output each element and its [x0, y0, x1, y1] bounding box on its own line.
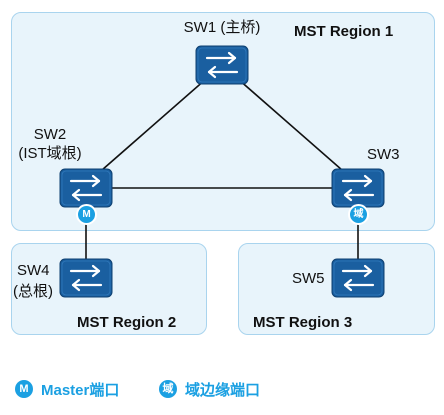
sw3-switch[interactable]: [331, 168, 385, 208]
legend-edge-badge: 域: [159, 380, 177, 398]
switch-icon: [59, 168, 113, 208]
sw3-label: SW3: [367, 146, 400, 163]
region-2-title: MST Region 2: [77, 314, 177, 331]
switch-icon: [195, 45, 249, 85]
edge-port-badge: 域: [348, 204, 369, 225]
switch-icon: [59, 258, 113, 298]
sw4-label: SW4: [17, 262, 50, 279]
legend-master-port: M Master端口: [15, 379, 119, 399]
sw1-label: SW1 (主桥): [183, 19, 261, 36]
sw2-switch[interactable]: [59, 168, 113, 208]
legend-master-label: Master端口: [41, 381, 120, 399]
sw2-label: SW2: [33, 126, 67, 143]
legend-edge-port: 域 域边缘端口: [159, 379, 260, 399]
link-sw1-sw3: [221, 64, 359, 185]
link-sw1-sw2: [85, 64, 223, 185]
sw1-switch[interactable]: [195, 45, 249, 85]
sw5-switch[interactable]: [331, 258, 385, 298]
legend-master-badge: M: [15, 380, 33, 398]
switch-icon: [331, 258, 385, 298]
region-1-title: MST Region 1: [294, 23, 394, 40]
master-port-badge: M: [76, 204, 97, 225]
sw4-switch[interactable]: [59, 258, 113, 298]
sw5-label: SW5: [292, 270, 325, 287]
region-3-title: MST Region 3: [253, 314, 353, 331]
sw4-sublabel: (总根): [13, 283, 53, 300]
sw2-sublabel: (IST域根): [18, 145, 82, 162]
legend-edge-label: 域边缘端口: [185, 381, 261, 399]
switch-icon: [331, 168, 385, 208]
